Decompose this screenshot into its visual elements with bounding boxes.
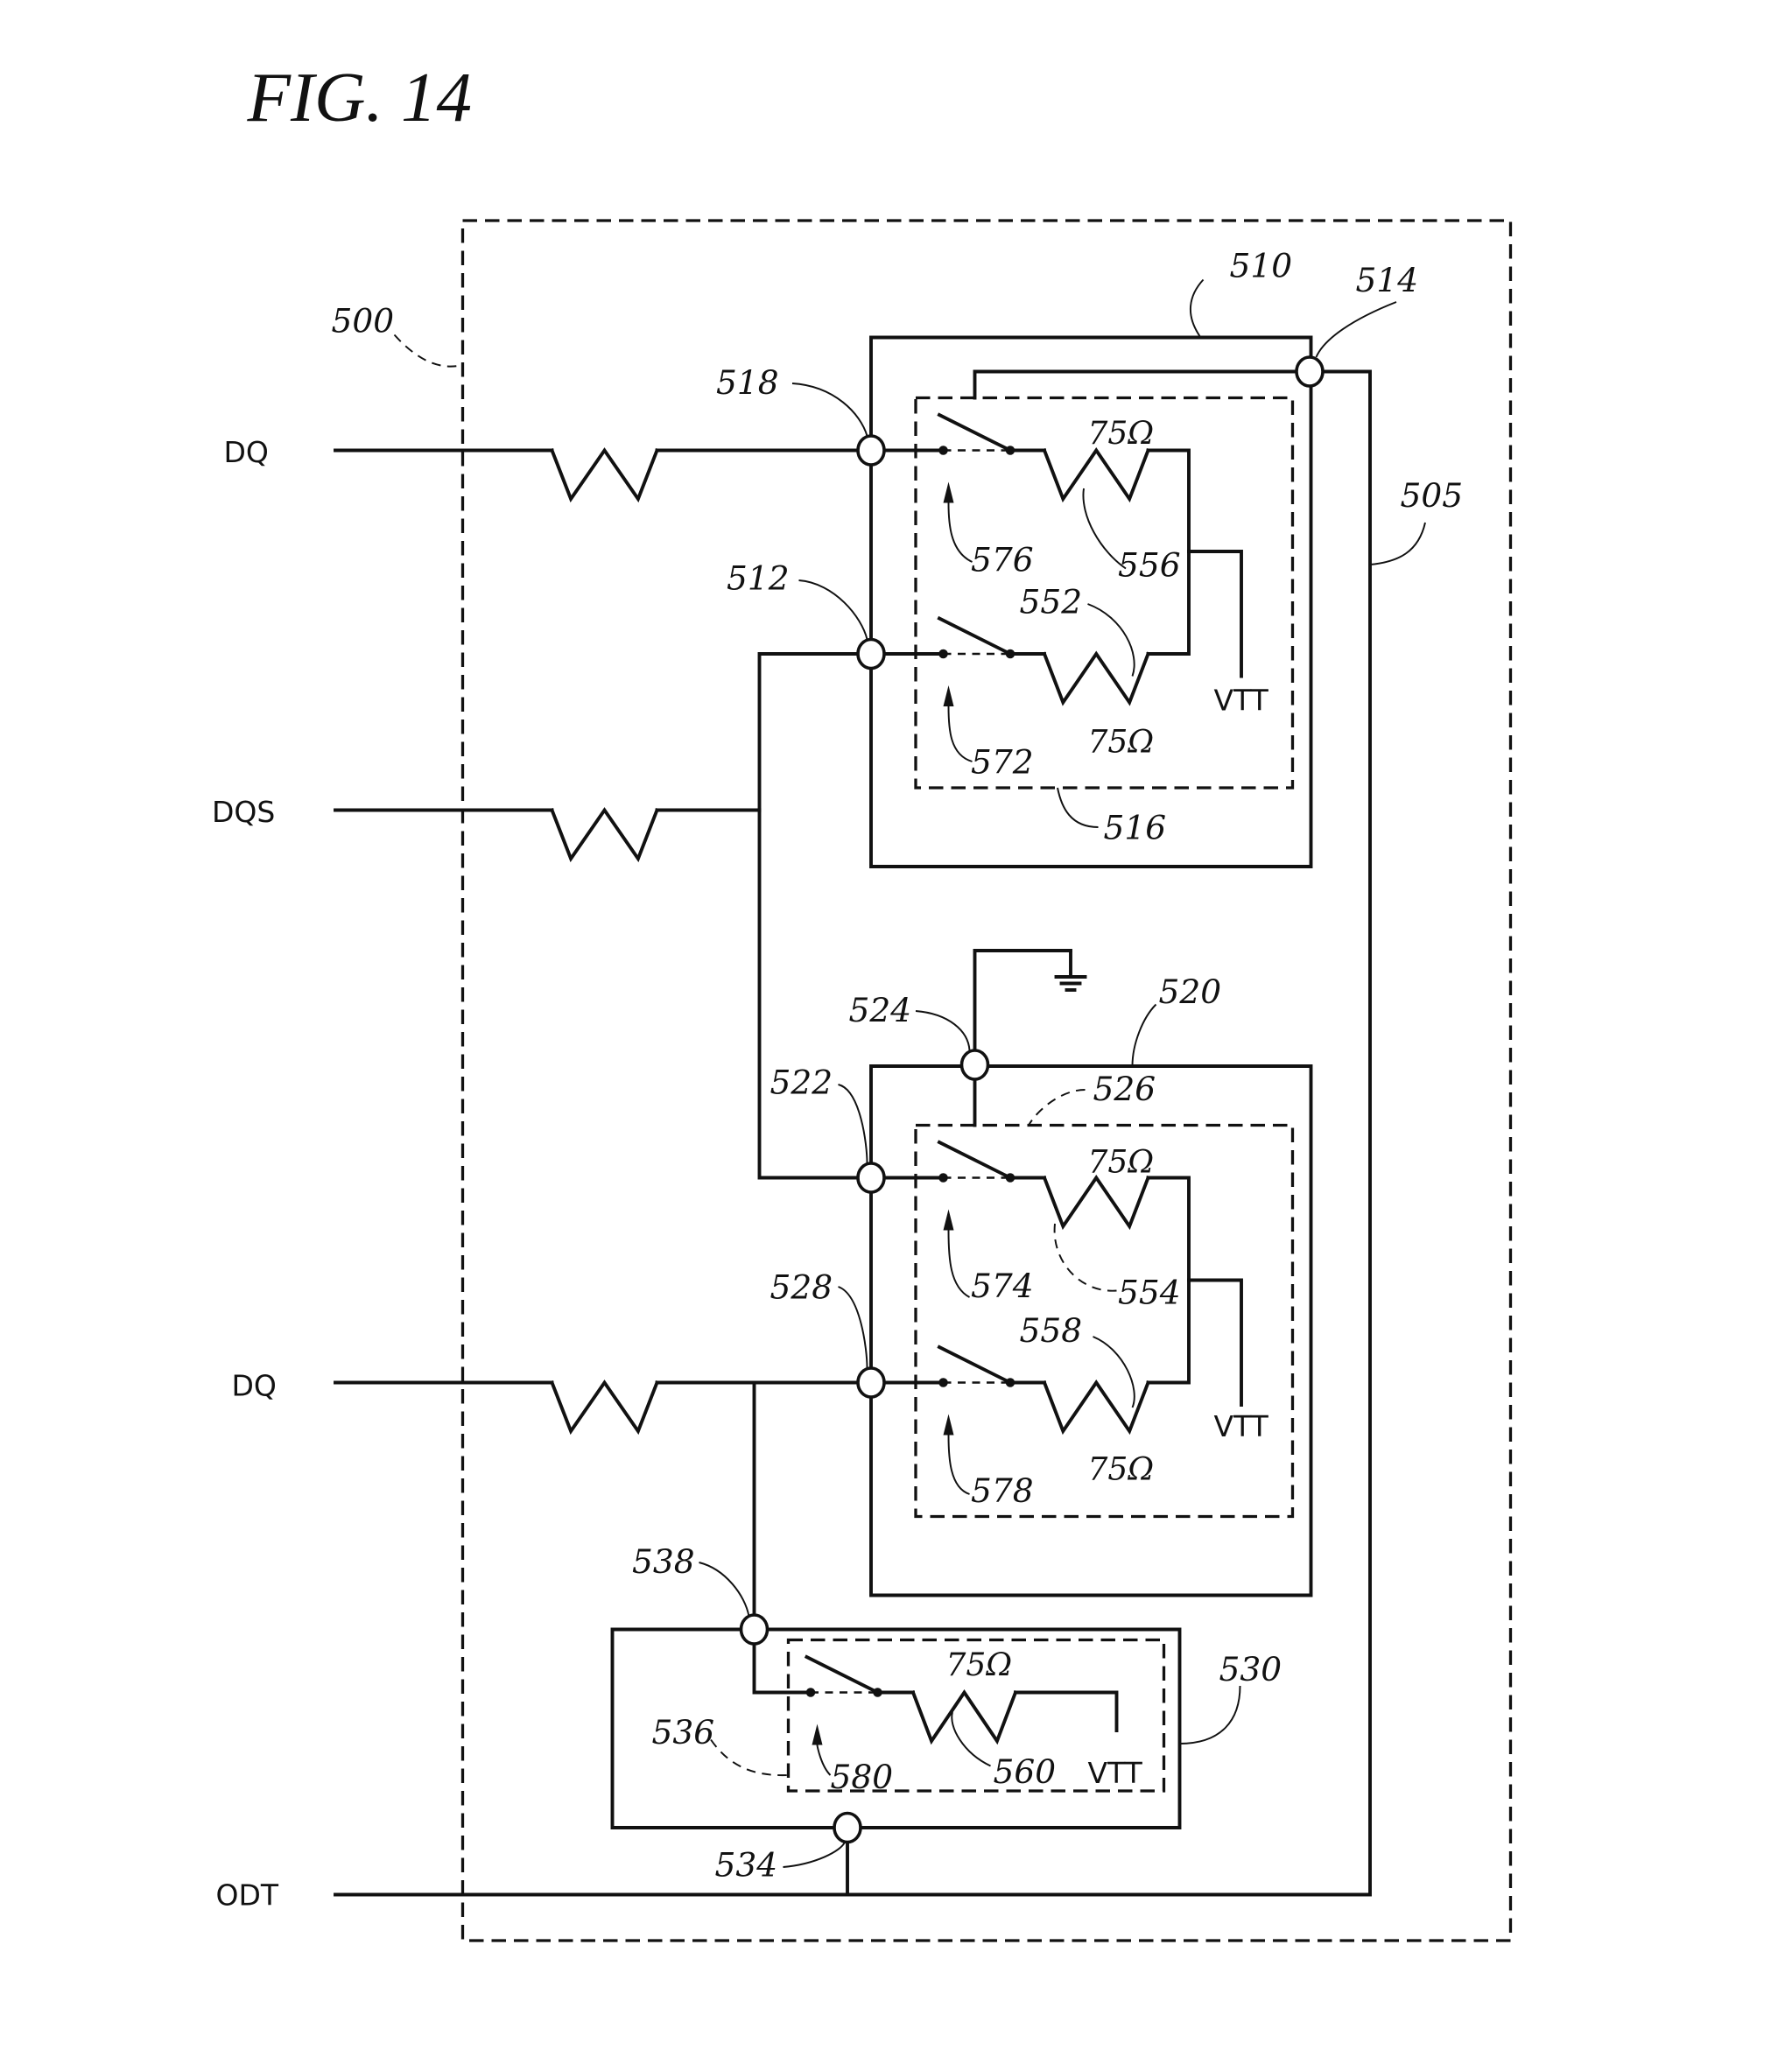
leader-528 xyxy=(839,1287,868,1368)
leader-538 xyxy=(699,1562,749,1617)
resistor-560 xyxy=(913,1693,1015,1742)
vtt-label-upper: VTT xyxy=(1214,684,1269,718)
resistor-552 xyxy=(1044,654,1149,703)
node-538 xyxy=(741,1615,768,1644)
dq-bottom-series-resistor xyxy=(552,1383,657,1432)
ref-576: 576 xyxy=(971,541,1034,579)
leader-580 xyxy=(818,1745,831,1776)
ref-528: 528 xyxy=(770,1268,833,1307)
resistor-554 xyxy=(1044,1178,1149,1227)
ref-556: 556 xyxy=(1118,546,1181,585)
leader-510 xyxy=(1191,280,1204,338)
leader-520 xyxy=(1133,1005,1156,1067)
switch-578-arrow-icon xyxy=(944,1415,954,1436)
switch-580-blade xyxy=(807,1657,878,1693)
upper-vtt-tap xyxy=(1189,551,1241,677)
ref-514: 514 xyxy=(1356,261,1419,299)
node-528 xyxy=(858,1368,884,1397)
resistor-value-560: 75Ω xyxy=(946,1647,1013,1683)
node-512 xyxy=(858,640,884,669)
leader-554 xyxy=(1055,1224,1117,1291)
ref-534: 534 xyxy=(715,1846,778,1885)
signal-label-dqs: DQS xyxy=(212,795,275,829)
wires xyxy=(335,338,1370,1895)
ref-538: 538 xyxy=(632,1542,695,1581)
leader-536 xyxy=(711,1740,789,1776)
signal-label-odt: ODT xyxy=(216,1878,279,1913)
vtt-label-middle: VTT xyxy=(1214,1409,1269,1443)
dqs-series-resistor xyxy=(552,811,657,860)
node-534 xyxy=(834,1814,861,1843)
leader-574 xyxy=(949,1231,970,1298)
switch-576-blade xyxy=(939,415,1010,451)
leader-534 xyxy=(784,1843,846,1868)
switch-574-arrow-icon xyxy=(944,1210,954,1231)
switch-580-arrow-icon xyxy=(812,1724,823,1745)
resistor-value-552: 75Ω xyxy=(1088,725,1155,761)
vtt-label-lower: VTT xyxy=(1088,1756,1143,1790)
ref-520: 520 xyxy=(1159,972,1222,1011)
leader-552 xyxy=(1088,604,1135,677)
ref-522: 522 xyxy=(770,1064,833,1102)
switches xyxy=(806,415,1015,1745)
ref-530: 530 xyxy=(1219,1650,1283,1688)
switch-574-blade xyxy=(939,1142,1010,1178)
ref-510: 510 xyxy=(1230,247,1293,285)
node-538-to-switch-580 xyxy=(755,1646,812,1693)
leader-500 xyxy=(395,335,463,367)
node-522 xyxy=(858,1163,884,1192)
signal-label-dq-bottom: DQ xyxy=(232,1369,277,1403)
ref-526: 526 xyxy=(1093,1070,1156,1108)
leader-572 xyxy=(949,706,973,762)
resistor-value-558: 75Ω xyxy=(1088,1452,1155,1488)
ref-500: 500 xyxy=(332,302,395,340)
switch-572-blade xyxy=(939,619,1010,655)
ref-524: 524 xyxy=(849,991,912,1029)
leader-518 xyxy=(792,383,868,436)
resistor-value-554: 75Ω xyxy=(1088,1145,1155,1181)
dq-top-series-resistor xyxy=(552,451,657,500)
ref-572: 572 xyxy=(971,743,1034,782)
switch-572-arrow-icon xyxy=(944,685,954,706)
node-514 xyxy=(1297,357,1323,386)
switch-578-blade xyxy=(939,1347,1010,1383)
leader-524 xyxy=(916,1011,970,1050)
leader-512 xyxy=(799,580,868,640)
figure-title: FIG. 14 xyxy=(247,58,472,137)
ref-554: 554 xyxy=(1118,1274,1181,1312)
ref-512: 512 xyxy=(727,559,790,598)
leader-578 xyxy=(949,1436,970,1495)
switch-576-arrow-icon xyxy=(944,482,954,503)
leader-522 xyxy=(839,1085,868,1163)
leader-530 xyxy=(1180,1686,1240,1744)
ref-558: 558 xyxy=(1020,1311,1083,1350)
ref-578: 578 xyxy=(971,1471,1034,1510)
ref-574: 574 xyxy=(971,1267,1034,1305)
leader-505 xyxy=(1370,523,1425,565)
node-524-to-ground-wire xyxy=(975,951,1072,1050)
ref-580: 580 xyxy=(831,1758,894,1796)
node-524 xyxy=(962,1050,988,1079)
ref-516: 516 xyxy=(1104,809,1167,847)
ground-icon xyxy=(1057,952,1086,991)
leader-516 xyxy=(1058,788,1099,827)
odt-514-to-block-516-wire xyxy=(975,372,1296,398)
ref-505: 505 xyxy=(1401,476,1464,515)
resistor-556 xyxy=(1044,451,1149,500)
lower-vtt-wire xyxy=(1015,1693,1117,1731)
ref-552: 552 xyxy=(1020,583,1083,621)
resistor-value-556: 75Ω xyxy=(1088,416,1155,452)
signal-label-dq-top: DQ xyxy=(224,435,269,469)
ref-536: 536 xyxy=(652,1713,715,1752)
leader-558 xyxy=(1093,1337,1135,1408)
ref-560: 560 xyxy=(994,1752,1057,1791)
middle-vtt-tap xyxy=(1189,1281,1241,1406)
ref-518: 518 xyxy=(716,363,779,402)
leader-526 xyxy=(1029,1090,1086,1126)
leader-514 xyxy=(1317,302,1397,357)
leader-576 xyxy=(949,503,973,563)
odt-bus-wire xyxy=(335,372,1370,1895)
node-518 xyxy=(858,436,884,465)
